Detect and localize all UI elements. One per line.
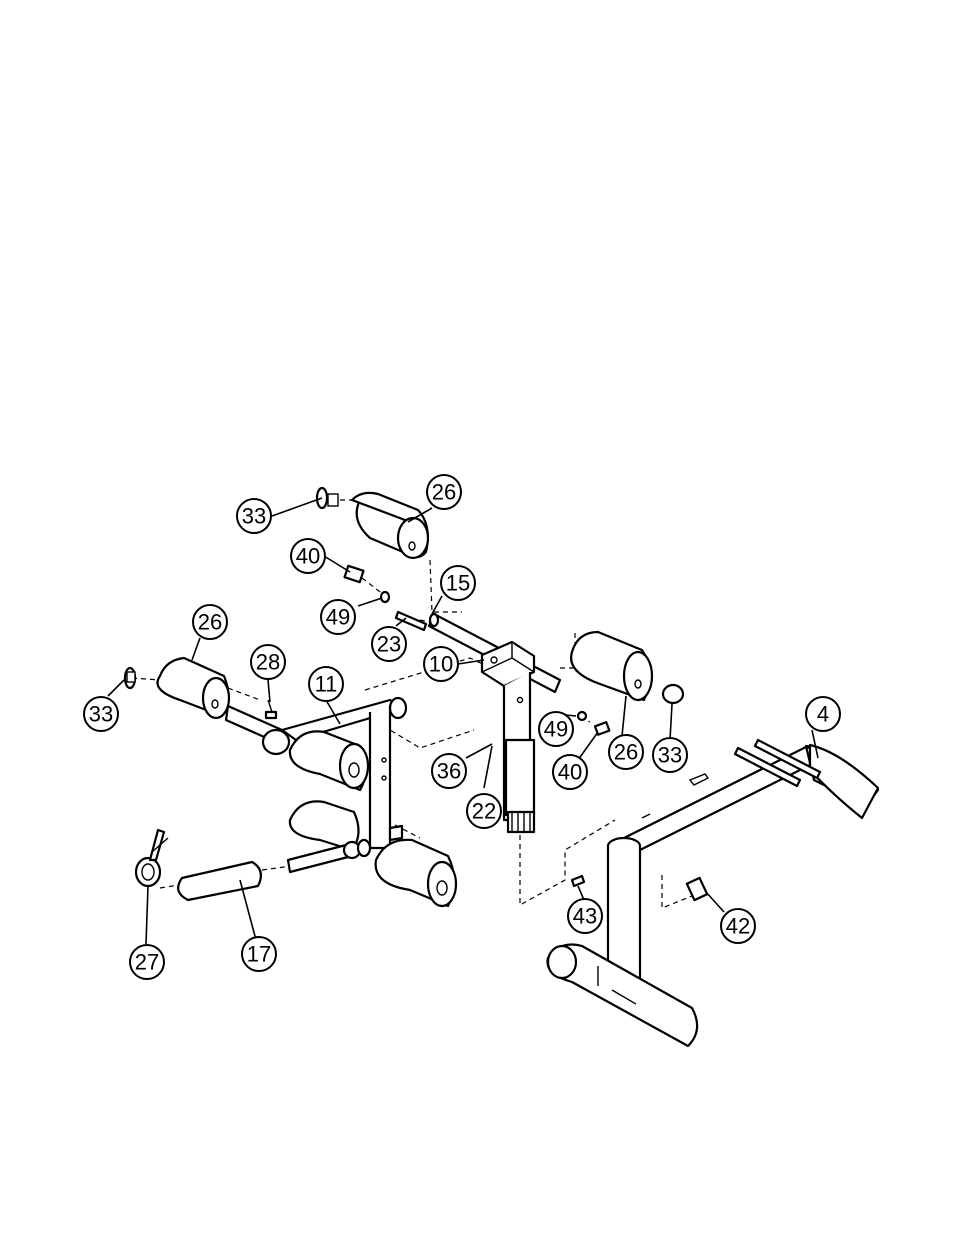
- svg-text:27: 27: [135, 950, 159, 975]
- callout-49-right: 49: [538, 711, 574, 747]
- top-bolt-and-washer: [343, 564, 391, 604]
- svg-text:40: 40: [296, 544, 320, 569]
- callout-43: 43: [567, 898, 603, 934]
- svg-text:33: 33: [242, 504, 266, 529]
- callout-33-top: 33: [236, 498, 272, 534]
- svg-text:23: 23: [377, 632, 401, 657]
- svg-text:15: 15: [446, 571, 470, 596]
- right-roller-pad: [570, 630, 685, 736]
- callout-33-right: 33: [652, 737, 688, 773]
- callout-26-left: 26: [192, 604, 228, 640]
- callout-22: 22: [466, 793, 502, 829]
- svg-text:26: 26: [614, 740, 638, 765]
- callout-26-top: 26: [426, 474, 462, 510]
- svg-text:11: 11: [315, 672, 338, 697]
- svg-text:42: 42: [726, 914, 750, 939]
- svg-text:22: 22: [472, 799, 496, 824]
- callout-40-top: 40: [290, 538, 326, 574]
- callout-4: 4: [805, 696, 841, 732]
- callout-49-top: 49: [320, 599, 356, 635]
- upper-axle-tube: [394, 610, 562, 694]
- left-roller-pad: [123, 656, 231, 720]
- svg-text:4: 4: [817, 702, 829, 727]
- foam-handle: [177, 860, 263, 902]
- svg-text:28: 28: [256, 650, 280, 675]
- leader-lines: [107, 497, 819, 945]
- center-post: [502, 672, 536, 834]
- callout-23: 23: [371, 626, 407, 662]
- assembly-dash-lines: [131, 499, 693, 909]
- callout-11: 11: [308, 666, 344, 702]
- callout-15: 15: [440, 565, 476, 601]
- leg-developer-frame: [224, 696, 458, 908]
- svg-text:17: 17: [247, 942, 271, 967]
- knob-and-screw: [570, 874, 709, 902]
- svg-text:33: 33: [89, 702, 113, 727]
- svg-text:36: 36: [437, 759, 461, 784]
- svg-text:40: 40: [558, 760, 582, 785]
- callout-42: 42: [720, 908, 756, 944]
- svg-text:49: 49: [326, 605, 350, 630]
- callout-40-right: 40: [552, 754, 588, 790]
- svg-text:49: 49: [544, 717, 568, 742]
- svg-text:26: 26: [432, 480, 456, 505]
- callout-36: 36: [431, 753, 467, 789]
- callout-10: 10: [423, 646, 459, 682]
- svg-text:33: 33: [658, 743, 682, 768]
- spring-clip: [134, 828, 169, 888]
- top-roller-pad: [327, 491, 430, 560]
- pop-pin: [264, 699, 278, 720]
- svg-text:43: 43: [573, 904, 597, 929]
- svg-text:10: 10: [429, 652, 453, 677]
- svg-text:26: 26: [198, 610, 222, 635]
- callout-28: 28: [250, 644, 286, 680]
- callout-17: 17: [241, 936, 277, 972]
- center-bracket: [480, 640, 536, 688]
- callout-26-right: 26: [608, 734, 644, 770]
- base-frame: [546, 738, 880, 1048]
- callout-27: 27: [129, 944, 165, 980]
- callout-33-left: 33: [83, 696, 119, 732]
